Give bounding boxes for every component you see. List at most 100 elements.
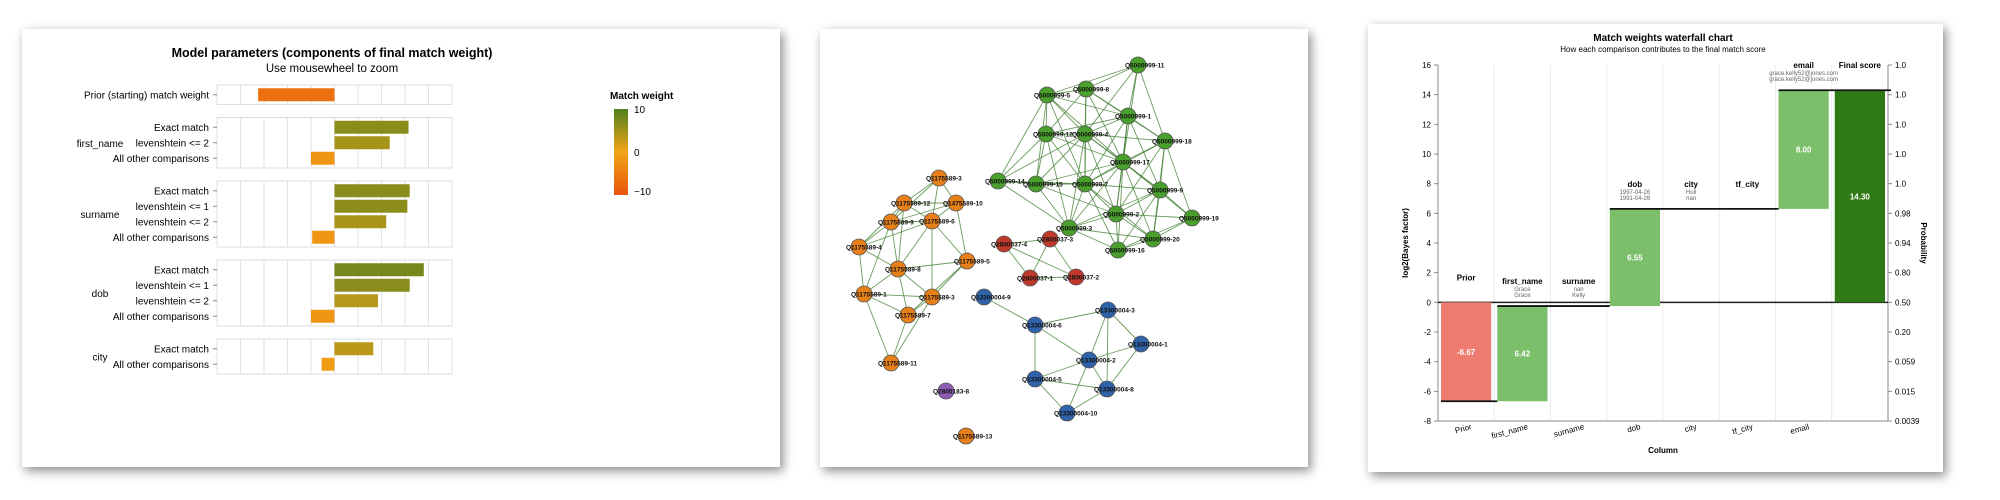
- bar[interactable]: [258, 88, 335, 102]
- node[interactable]: [1067, 268, 1085, 286]
- node[interactable]: [1183, 209, 1201, 227]
- bar[interactable]: [311, 309, 335, 323]
- edge: [897, 202, 905, 270]
- node[interactable]: [1129, 56, 1147, 74]
- prob-tick-label: 1.0: [1895, 91, 1907, 100]
- y-tick-label: -4: [1424, 358, 1432, 367]
- edge: [1046, 94, 1086, 135]
- edge: [907, 260, 968, 316]
- node[interactable]: [1107, 205, 1125, 223]
- value-left: grace.kelly52@jones.com: [1769, 71, 1838, 77]
- node[interactable]: [1026, 316, 1044, 334]
- model-parameters-panel[interactable]: Model parameters (components of final ma…: [22, 29, 780, 467]
- node[interactable]: [1021, 269, 1039, 287]
- column-header: first_name: [1502, 277, 1543, 286]
- bar[interactable]: [334, 199, 408, 213]
- node[interactable]: [923, 288, 941, 306]
- bar[interactable]: [334, 278, 410, 292]
- node-label: Q2800037-2: [1063, 275, 1100, 282]
- node[interactable]: [937, 382, 955, 400]
- node[interactable]: [975, 288, 993, 306]
- node[interactable]: [1037, 125, 1055, 143]
- node-label: Q5000999-11: [1125, 63, 1165, 70]
- node[interactable]: [1098, 380, 1116, 398]
- row-label: Exact match: [154, 265, 209, 276]
- legend-tick: 0: [634, 148, 640, 159]
- node-label: Q5000999-3: [1056, 226, 1093, 233]
- node[interactable]: [1027, 175, 1045, 193]
- node[interactable]: [850, 238, 868, 256]
- node[interactable]: [1058, 404, 1076, 422]
- node[interactable]: [1077, 80, 1095, 98]
- node[interactable]: [1080, 351, 1098, 369]
- bar[interactable]: [334, 294, 378, 308]
- bar[interactable]: [1609, 208, 1660, 307]
- cluster-network-graph[interactable]: Q1175589-3Q1175589-12Q1175589-9Q1475589-…: [820, 29, 1308, 467]
- node[interactable]: [882, 213, 900, 231]
- bar[interactable]: [334, 215, 387, 229]
- node[interactable]: [923, 212, 941, 230]
- bar[interactable]: [334, 120, 409, 134]
- node[interactable]: [855, 285, 873, 303]
- node-label: Q2800183-8: [933, 389, 970, 396]
- bar[interactable]: [1778, 90, 1829, 209]
- node[interactable]: [1144, 230, 1162, 248]
- node[interactable]: [1041, 230, 1059, 248]
- node[interactable]: [957, 427, 975, 445]
- node[interactable]: [1114, 153, 1132, 171]
- edge: [1035, 133, 1047, 185]
- column-header: tf_city: [1736, 180, 1760, 189]
- node[interactable]: [895, 194, 913, 212]
- node[interactable]: [1076, 125, 1094, 143]
- bar[interactable]: [321, 357, 335, 371]
- node-label: Q5000999-1: [1115, 114, 1152, 121]
- node[interactable]: [958, 252, 976, 270]
- node[interactable]: [1099, 301, 1117, 319]
- node-label: Q13300004-3: [1095, 308, 1135, 315]
- node[interactable]: [1132, 335, 1150, 353]
- bar[interactable]: [1441, 302, 1492, 402]
- node[interactable]: [947, 194, 965, 212]
- bar[interactable]: [1834, 90, 1885, 303]
- bar[interactable]: [334, 342, 374, 356]
- node[interactable]: [995, 235, 1013, 253]
- bar[interactable]: [311, 151, 335, 165]
- bar[interactable]: [312, 230, 335, 244]
- edge: [1106, 309, 1109, 390]
- node[interactable]: [1109, 241, 1127, 259]
- node-label: Q2800037-4: [991, 242, 1028, 249]
- node[interactable]: [1151, 181, 1169, 199]
- edge: [1164, 140, 1193, 219]
- model-parameters-chart[interactable]: Model parameters (components of final ma…: [22, 29, 780, 467]
- row-label: levenshtein <= 1: [136, 202, 210, 213]
- node[interactable]: [930, 169, 948, 187]
- node[interactable]: [1038, 86, 1056, 104]
- node[interactable]: [1026, 370, 1044, 388]
- node[interactable]: [889, 260, 907, 278]
- edge: [1045, 133, 1086, 185]
- node[interactable]: [989, 172, 1007, 190]
- node-label: Q5000999-5: [1034, 93, 1071, 100]
- bar[interactable]: [334, 184, 410, 198]
- node[interactable]: [1156, 132, 1174, 150]
- node-label: Q5000999-9: [1147, 188, 1184, 195]
- edge: [897, 220, 933, 270]
- node[interactable]: [1060, 219, 1078, 237]
- node[interactable]: [882, 354, 900, 372]
- bar[interactable]: [334, 263, 424, 277]
- node[interactable]: [899, 306, 917, 324]
- node[interactable]: [1076, 175, 1094, 193]
- edge: [890, 177, 940, 223]
- edge: [1003, 243, 1077, 278]
- node[interactable]: [1119, 107, 1137, 125]
- bar[interactable]: [334, 136, 390, 150]
- y-tick-label: -6: [1424, 387, 1432, 396]
- prob-tick-label: 1.0: [1895, 150, 1907, 159]
- prob-tick-label: 1.0: [1895, 61, 1907, 70]
- row-label: Exact match: [154, 123, 209, 134]
- edge: [858, 220, 933, 248]
- bar[interactable]: [1497, 306, 1548, 402]
